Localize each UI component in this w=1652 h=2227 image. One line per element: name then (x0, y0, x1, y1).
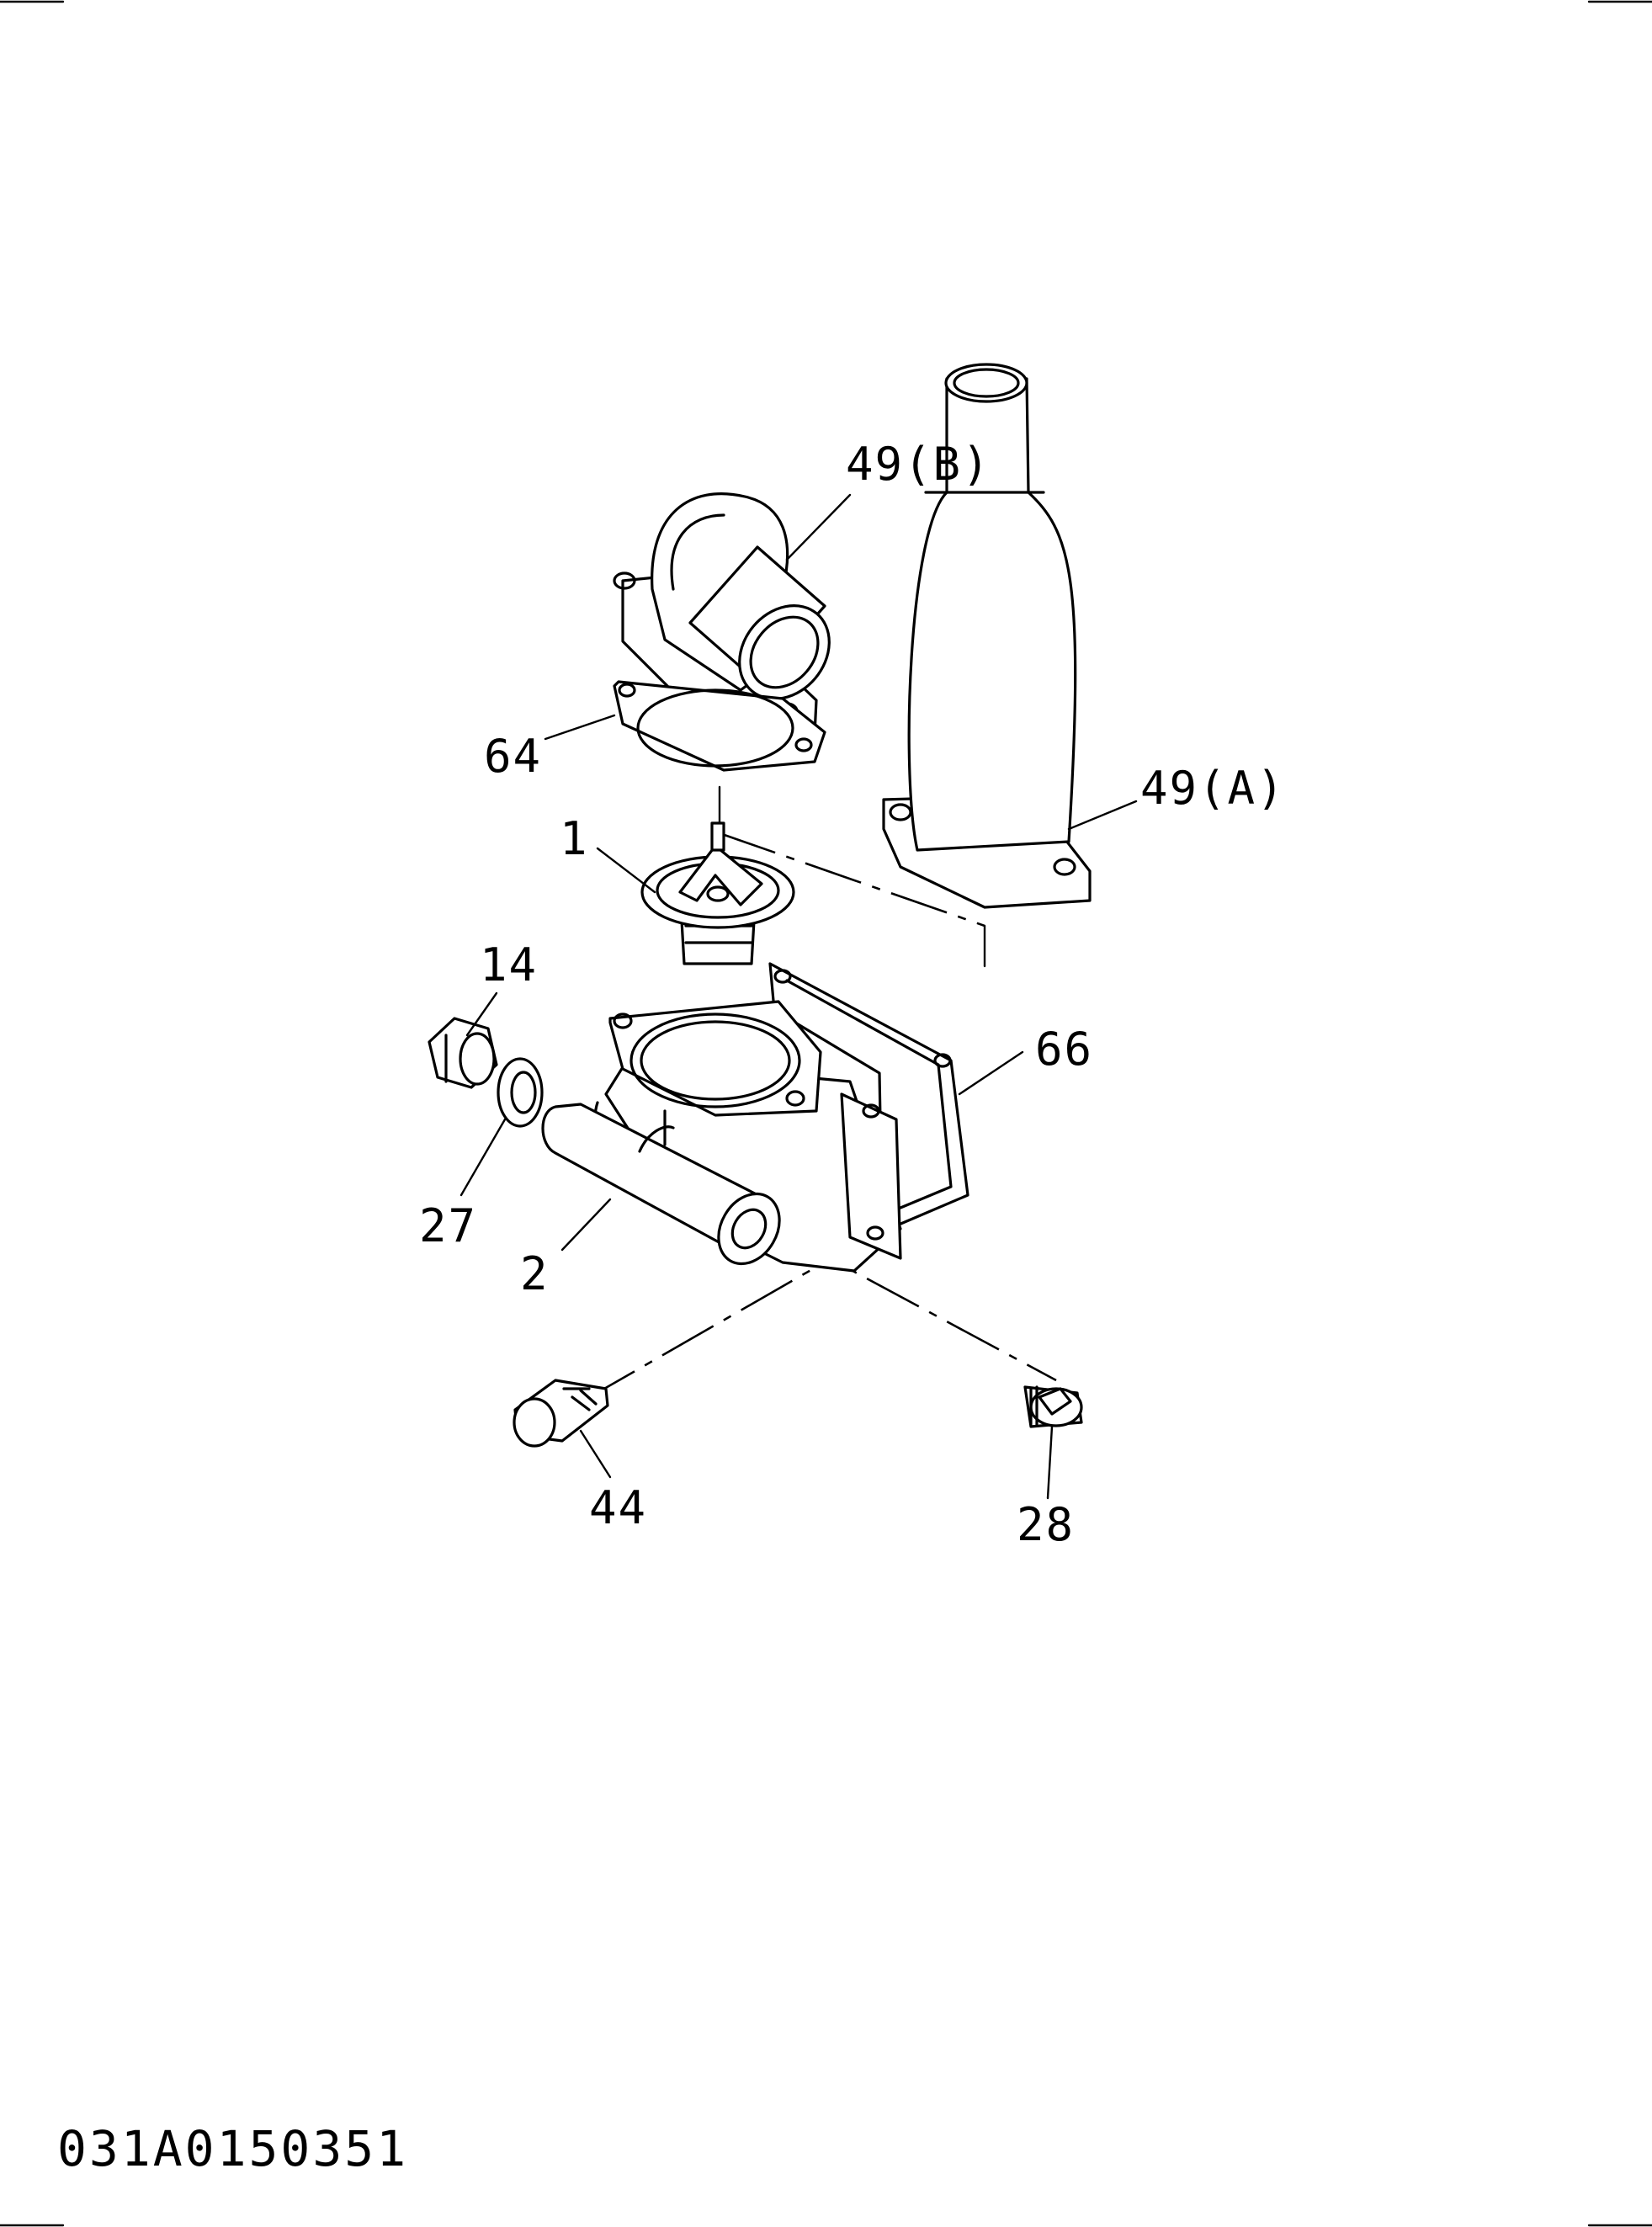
label-27: 27 (419, 1199, 477, 1252)
thermostat-housing-2 (541, 1000, 902, 1273)
plug-14 (428, 1017, 498, 1089)
label-49a: 49(A) (1140, 762, 1286, 815)
water-outlet-elbow-49b (613, 492, 831, 742)
drawing-code: 031A0150351 (57, 2120, 408, 2177)
plug-28 (1023, 1385, 1083, 1428)
gasket-64 (613, 680, 826, 772)
label-28: 28 (1017, 1498, 1075, 1551)
washer-27 (497, 1057, 544, 1128)
part-number-labels: 49(B) 64 49(A) 1 14 66 27 2 44 28 (419, 438, 1286, 1551)
label-64: 64 (484, 730, 542, 783)
label-14: 14 (480, 938, 538, 991)
bolt-44 (513, 1379, 609, 1448)
water-outlet-straight-49a (882, 363, 1092, 909)
label-44: 44 (589, 1481, 647, 1534)
label-66: 66 (1035, 1023, 1093, 1076)
label-2: 2 (520, 1247, 550, 1300)
label-49b: 49(B) (846, 438, 991, 491)
label-1: 1 (560, 812, 589, 865)
leader-lines (459, 493, 1138, 1500)
thermostat-1 (640, 821, 795, 965)
